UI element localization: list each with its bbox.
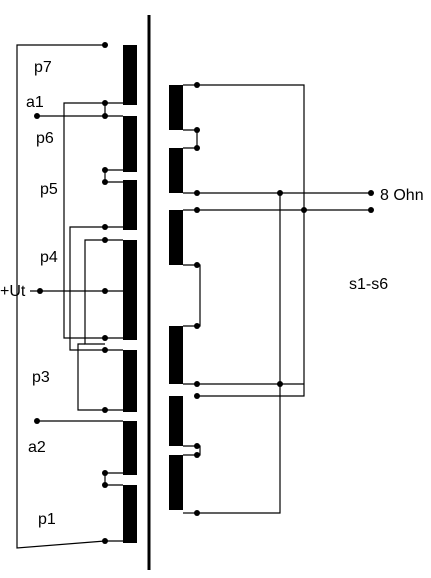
label-output: 8 Ohn <box>380 187 424 204</box>
node <box>277 381 283 387</box>
label-p6: p6 <box>36 130 54 147</box>
winding-p6 <box>123 116 137 172</box>
node <box>301 207 307 213</box>
node <box>194 262 200 268</box>
node <box>102 482 108 488</box>
winding-p7 <box>123 45 137 105</box>
label-windings: s1-s6 <box>349 276 388 293</box>
label-a1: a1 <box>26 94 44 111</box>
winding-p4 <box>123 240 137 340</box>
node <box>194 510 200 516</box>
node <box>368 190 374 196</box>
node <box>34 113 40 119</box>
node <box>102 179 108 185</box>
node <box>102 538 108 544</box>
node <box>194 443 200 449</box>
label-p5: p5 <box>40 181 58 198</box>
label-p7: p7 <box>34 59 52 76</box>
node <box>194 190 200 196</box>
node <box>194 145 200 151</box>
winding-s5 <box>169 396 183 446</box>
wire-p7-top-frame <box>16 44 106 549</box>
wire-s3-s4-link <box>183 264 201 327</box>
node <box>102 470 108 476</box>
winding-s1 <box>169 85 183 130</box>
node <box>37 288 43 294</box>
node <box>194 381 200 387</box>
node <box>194 393 200 399</box>
node <box>194 82 200 88</box>
node <box>194 207 200 213</box>
label-p1: p1 <box>38 511 56 528</box>
wire-loop-inner <box>84 239 105 345</box>
node <box>102 335 108 341</box>
node <box>368 207 374 213</box>
node <box>102 113 108 119</box>
node <box>194 452 200 458</box>
wire-s5-s6-link <box>183 445 201 456</box>
winding-s2 <box>169 148 183 193</box>
wire-s-outer-right <box>197 84 305 397</box>
label-p3: p3 <box>32 369 50 386</box>
winding-s3 <box>169 210 183 265</box>
node <box>102 347 108 353</box>
winding-p2 <box>123 421 137 475</box>
wire-s1-bottom <box>183 129 198 149</box>
node <box>102 224 108 230</box>
label-a2: a2 <box>28 439 46 456</box>
wire-s-inner-right <box>197 193 281 514</box>
winding-p3 <box>123 350 137 412</box>
node <box>102 237 108 243</box>
node <box>277 190 283 196</box>
wire-p3-frame <box>77 343 105 411</box>
winding-p1 <box>123 485 137 543</box>
winding-p5 <box>123 180 137 230</box>
node <box>102 167 108 173</box>
winding-s4 <box>169 326 183 384</box>
label-p4: p4 <box>40 249 58 266</box>
node <box>194 127 200 133</box>
node <box>102 407 108 413</box>
node <box>102 100 108 106</box>
label-ut: +Ut <box>0 283 26 300</box>
node <box>194 323 200 329</box>
wire-loop-middle <box>69 226 123 351</box>
node <box>34 418 40 424</box>
winding-s6 <box>169 455 183 510</box>
wire-loop-outer <box>63 102 123 339</box>
node <box>102 288 108 294</box>
node <box>102 42 108 48</box>
